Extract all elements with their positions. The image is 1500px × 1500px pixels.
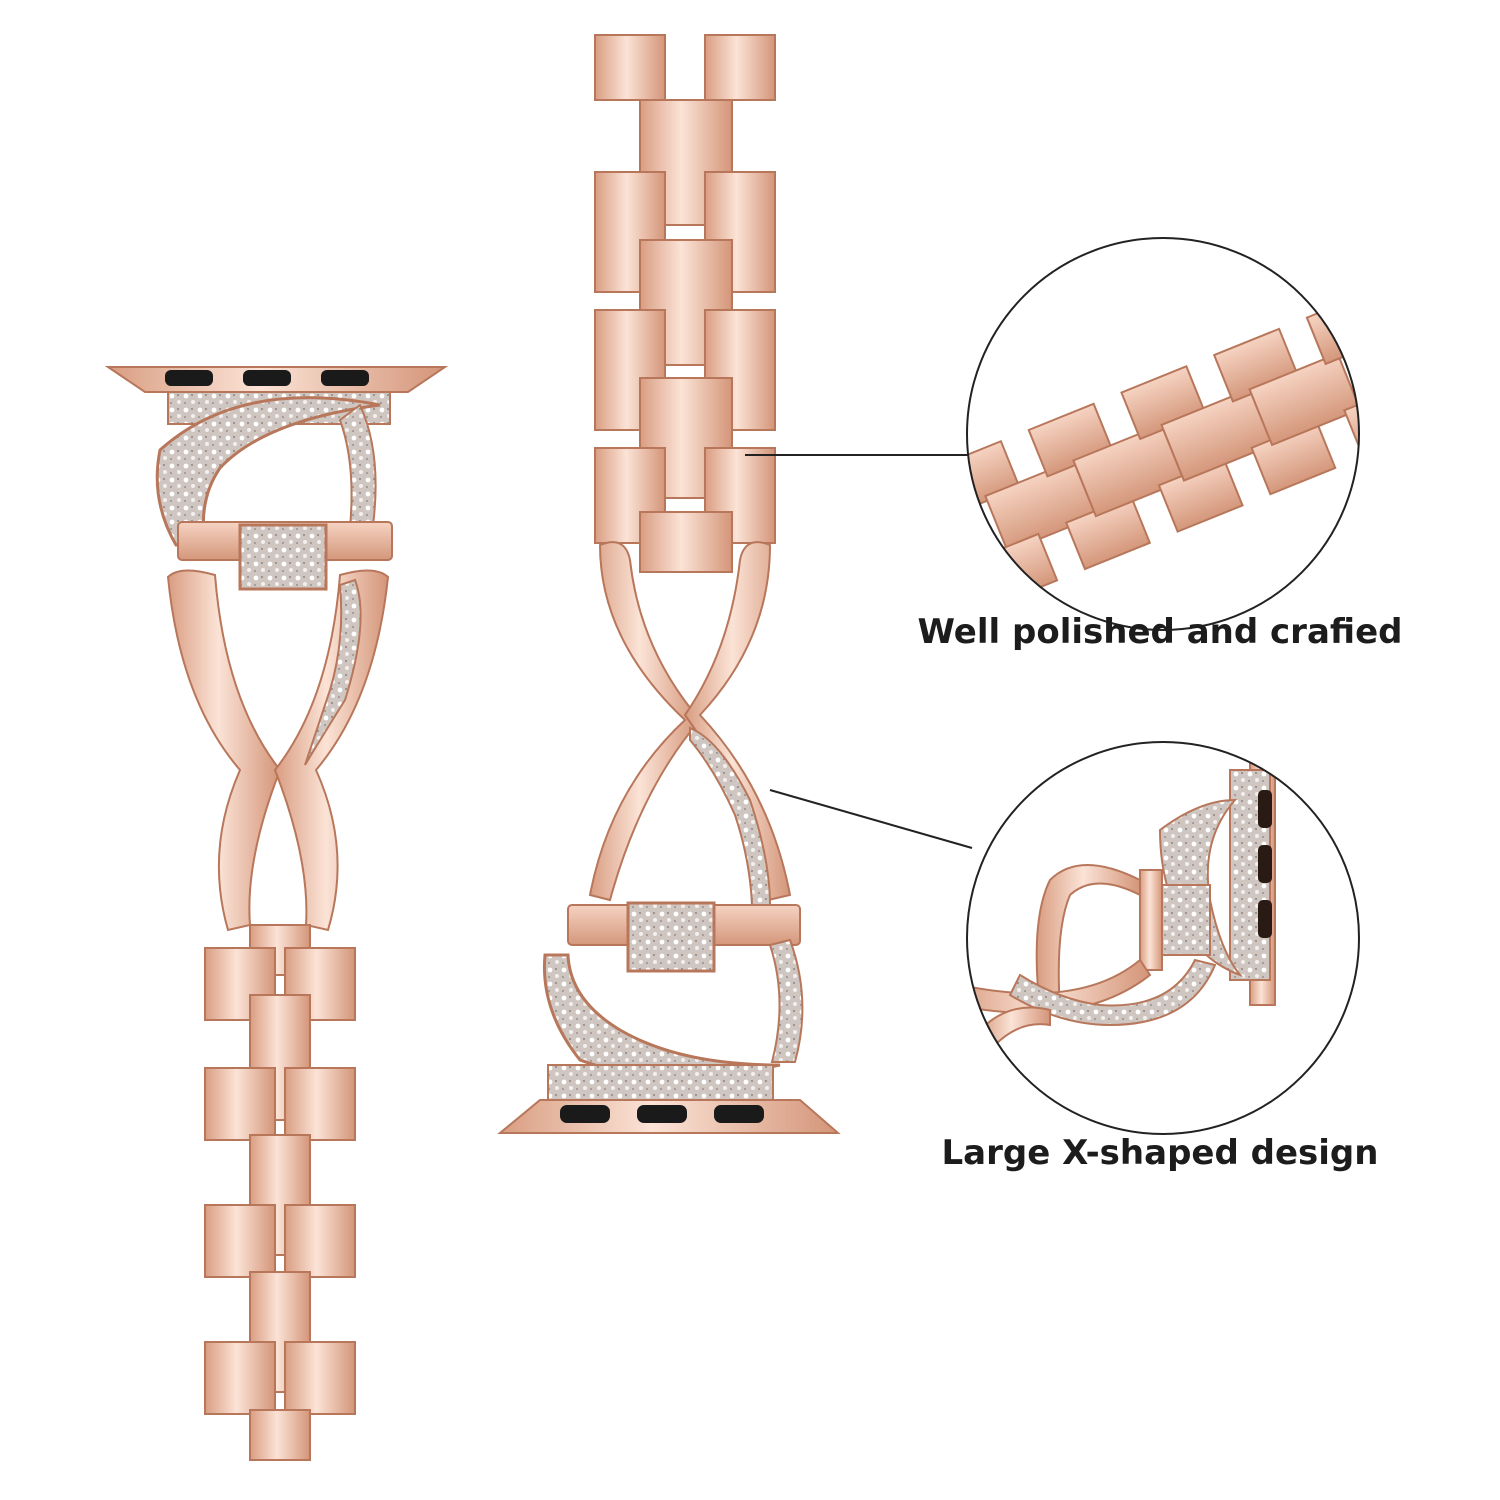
watch-band-left bbox=[104, 366, 449, 1461]
caption-x-shaped: Large X-shaped design bbox=[941, 1133, 1379, 1173]
zoom-clasp-detail bbox=[966, 741, 1360, 1135]
zoom-links-detail bbox=[966, 237, 1360, 631]
caption-polished: Well polished and crafied bbox=[917, 612, 1403, 652]
watch-band-center bbox=[497, 34, 841, 1134]
callout-lines bbox=[745, 454, 973, 849]
